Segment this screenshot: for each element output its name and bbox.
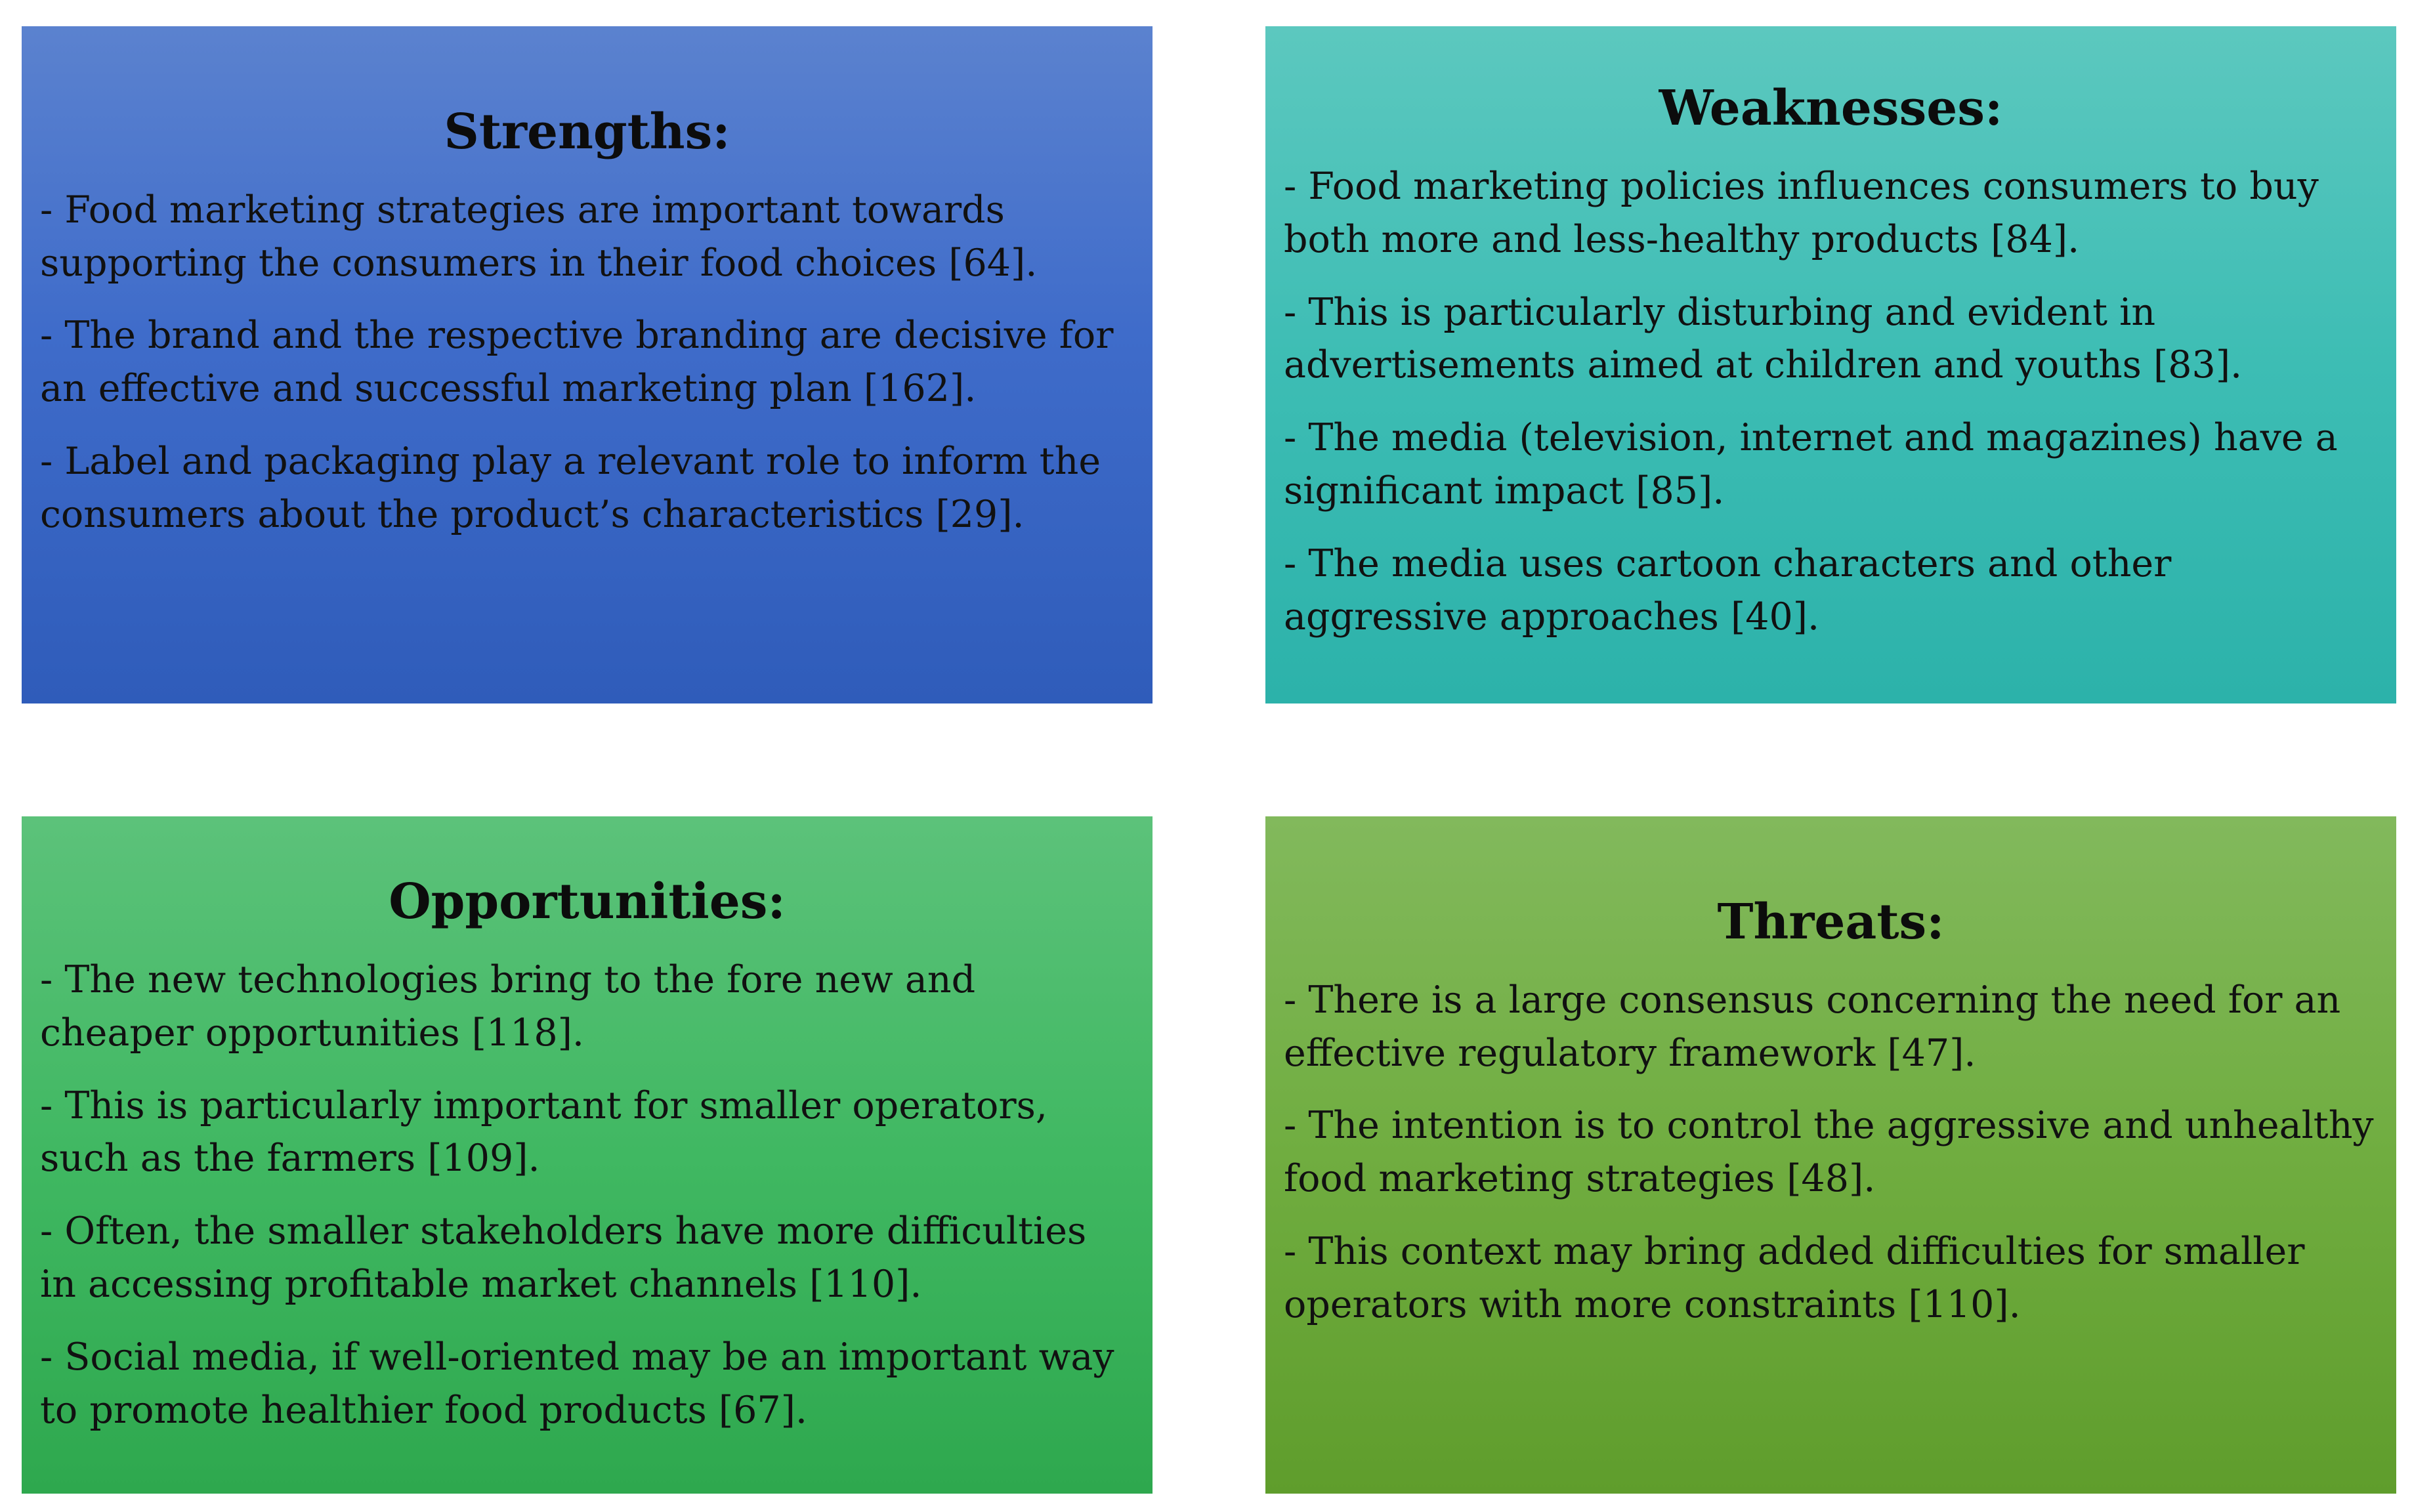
strengths-item-3: - Label and packaging play a relevant ro… <box>40 440 1101 537</box>
strengths-item-1: - Food marketing strategies are importan… <box>40 188 1038 285</box>
strengths-box: Strengths: - Food marketing strategies a… <box>22 26 1153 704</box>
opportunities-box: Opportunities: - The new technologies br… <box>22 816 1153 1494</box>
opportunities-title: Opportunities: <box>389 873 786 930</box>
weaknesses-title: Weaknesses: <box>1659 79 2003 136</box>
strengths-item-2: - The brand and the respective branding … <box>40 314 1114 411</box>
threats-item-2: - The intention is to control the aggres… <box>1284 1104 2374 1201</box>
opportunities-item-3: - Often, the smaller stakeholders have m… <box>40 1209 1087 1307</box>
weaknesses-box: Weaknesses: - Food marketing policies in… <box>1265 26 2396 704</box>
opportunities-item-4: - Social media, if well-oriented may be … <box>40 1335 1114 1433</box>
threats-item-3: - This context may bring added difficult… <box>1284 1230 2305 1327</box>
weaknesses-item-1: - Food marketing policies influences con… <box>1284 164 2319 261</box>
strengths-title: Strengths: <box>444 103 730 160</box>
weaknesses-item-2: - This is particularly disturbing and ev… <box>1284 290 2243 387</box>
opportunities-item-1: - The new technologies bring to the fore… <box>40 957 976 1055</box>
threats-title: Threats: <box>1717 893 1945 950</box>
weaknesses-item-4: - The media uses cartoon characters and … <box>1284 542 2172 639</box>
threats-item-1: - There is a large consensus concerning … <box>1284 978 2341 1075</box>
weaknesses-item-3: - The media (television, internet and ma… <box>1284 416 2338 513</box>
opportunities-item-2: - This is particularly important for sma… <box>40 1083 1047 1181</box>
threats-box: Threats: - There is a large consensus co… <box>1265 816 2396 1494</box>
